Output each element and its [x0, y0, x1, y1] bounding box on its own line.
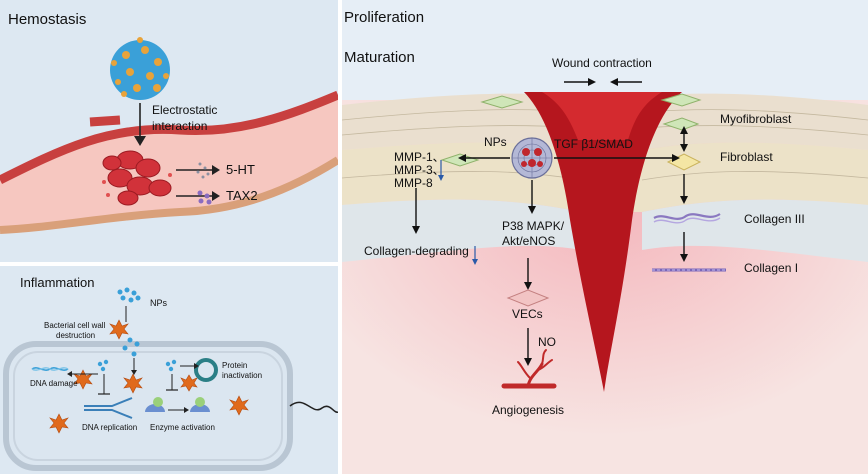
- serotonin-molecules: [196, 162, 210, 179]
- nanoparticle-cluster-top: [117, 287, 141, 303]
- nanoparticle-icon: [110, 37, 170, 100]
- p38-label-2: Akt/eNOS: [502, 234, 556, 248]
- np-label: NPs: [150, 298, 168, 308]
- collagen-iii-label: Collagen III: [744, 212, 805, 226]
- electrostatic-label: Electrostatic: [152, 103, 218, 117]
- mmp8-label: MMP-8: [394, 176, 433, 190]
- collagen-iii-icon: [653, 213, 721, 220]
- cell-wall-label-1: Bacterial cell wall: [44, 321, 106, 330]
- angiogenesis-icon: [501, 349, 557, 389]
- dna-replication-label: DNA replication: [82, 423, 138, 432]
- dna-replication-icon: [84, 397, 133, 407]
- vessel-wall-bottom: [0, 156, 338, 234]
- nanoparticle-icon: [511, 137, 553, 179]
- maturation-title: Maturation: [344, 49, 415, 66]
- basal-layer-left: [342, 199, 582, 262]
- collagen-degrading-label: Collagen-degrading: [364, 244, 469, 258]
- hemostasis-illustration: [0, 37, 338, 234]
- vec-icon: [506, 289, 550, 307]
- p38-label-1: P38 MAPK/: [502, 219, 565, 233]
- angiogenesis-label: Angiogenesis: [492, 403, 565, 417]
- tax2-molecules: [197, 190, 212, 205]
- nanoparticle-cluster-wall: [122, 337, 140, 357]
- fibroblast-label: Fibroblast: [720, 150, 773, 164]
- hemostasis-title: Hemostasis: [8, 11, 87, 28]
- wound-contraction-label: Wound contraction: [552, 56, 652, 70]
- tax2-label: TAX2: [226, 188, 258, 203]
- proliferation-panel: Proliferation Maturation Wound contracti…: [342, 0, 868, 474]
- skin-wound-illustration: [342, 78, 868, 474]
- protein-label-1: Protein: [222, 361, 248, 370]
- serotonin-label: 5-HT: [226, 162, 255, 177]
- no-label: NO: [538, 335, 556, 349]
- inflammation-title: Inflammation: [20, 275, 95, 290]
- vecs-label: VECs: [512, 307, 543, 321]
- protein-label-2: inactivation: [222, 371, 263, 380]
- enzyme-activation-label: Enzyme activation: [150, 423, 215, 432]
- myofibroblast-label: Myofibroblast: [720, 112, 792, 126]
- inflammation-illustration: [3, 287, 338, 471]
- interaction-label: interaction: [152, 119, 208, 133]
- tgf-label: TGF β1/SMAD: [554, 137, 633, 151]
- protein-icon: [194, 358, 218, 382]
- hemostasis-panel: Hemostasis Electrostatic interaction 5-H…: [0, 0, 338, 262]
- wound: [524, 92, 682, 392]
- collagen-i-label: Collagen I: [744, 261, 799, 275]
- nanoparticle-cluster-inner: [97, 359, 177, 372]
- np-label: NPs: [484, 135, 507, 149]
- enzyme-active-icon: [190, 404, 210, 412]
- dna-damage-label: DNA damage: [30, 379, 78, 388]
- mmp1-label: MMP-1、: [394, 150, 445, 164]
- cell-wall-label-2: destruction: [56, 331, 96, 340]
- proliferation-title: Proliferation: [344, 9, 425, 26]
- bacterial-cell: [3, 341, 293, 471]
- mmp3-label: MMP-3、: [394, 163, 445, 177]
- myofibroblast-icon: [440, 93, 702, 167]
- vessel-wall-top: [0, 90, 338, 185]
- inflammation-panel: Inflammation NPs Bacterial cell wall des…: [0, 266, 338, 474]
- flagellum: [289, 401, 338, 413]
- blood-cells: [102, 150, 172, 206]
- ros-burst-icons: [49, 319, 249, 434]
- vessel-flap: [89, 115, 121, 127]
